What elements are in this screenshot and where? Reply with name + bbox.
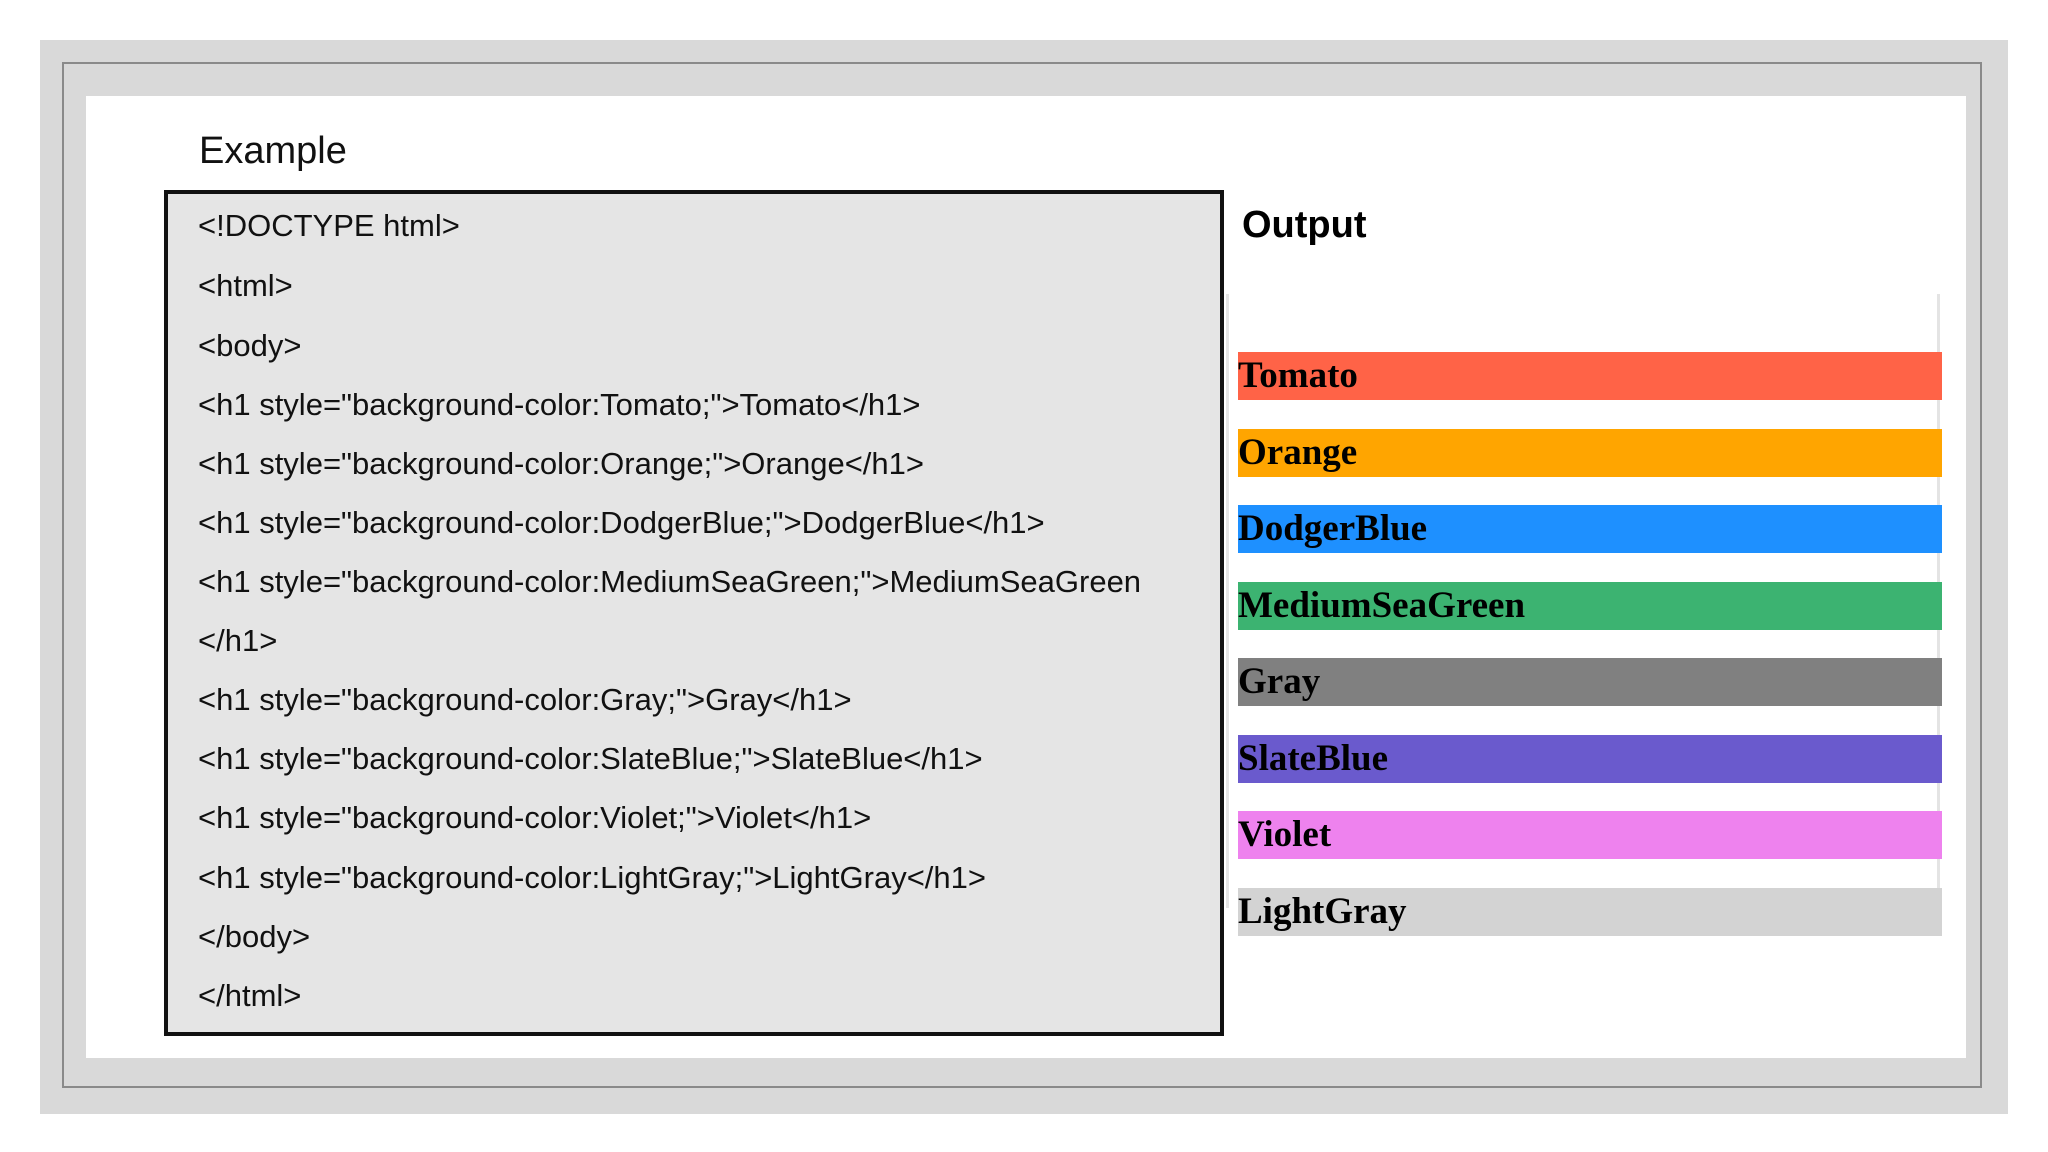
output-bar-gray: Gray — [1238, 658, 1942, 706]
output-bar-lightgray: LightGray — [1238, 888, 1942, 936]
example-heading: Example — [199, 130, 347, 172]
code-line: <h1 style="background-color:LightGray;">… — [198, 860, 987, 895]
output-bar-violet: Violet — [1238, 811, 1942, 859]
output-bar-orange: Orange — [1238, 429, 1942, 477]
code-line: </html> — [198, 978, 302, 1013]
code-line: <html> — [198, 268, 293, 303]
code-line: <h1 style="background-color:Gray;">Gray<… — [198, 682, 852, 717]
code-line: </body> — [198, 919, 311, 954]
output-bar-slateblue: SlateBlue — [1238, 735, 1942, 783]
output-bar-tomato: Tomato — [1238, 352, 1942, 400]
output-bar-dodgerblue: DodgerBlue — [1238, 505, 1942, 553]
code-line: <h1 style="background-color:MediumSeaGre… — [198, 564, 1142, 599]
code-line: <h1 style="background-color:Violet;">Vio… — [198, 800, 872, 835]
code-line: <h1 style="background-color:Tomato;">Tom… — [198, 387, 921, 422]
output-heading: Output — [1242, 204, 1367, 246]
output-bar-mediumseagreen: MediumSeaGreen — [1238, 582, 1942, 630]
code-line: <body> — [198, 328, 302, 363]
code-line: </h1> — [198, 623, 278, 658]
inner-border — [62, 62, 1982, 1088]
code-box: <!DOCTYPE html> <html> <body> <h1 style=… — [164, 190, 1224, 1036]
outer-frame: Example <!DOCTYPE html> <html> <body> <h… — [40, 40, 2008, 1114]
code-line: <h1 style="background-color:SlateBlue;">… — [198, 741, 983, 776]
code-line: <h1 style="background-color:Orange;">Ora… — [198, 446, 925, 481]
code-line: <h1 style="background-color:DodgerBlue;"… — [198, 505, 1045, 540]
content-panel: Example <!DOCTYPE html> <html> <body> <h… — [86, 96, 1966, 1058]
code-line: <!DOCTYPE html> — [198, 208, 460, 243]
